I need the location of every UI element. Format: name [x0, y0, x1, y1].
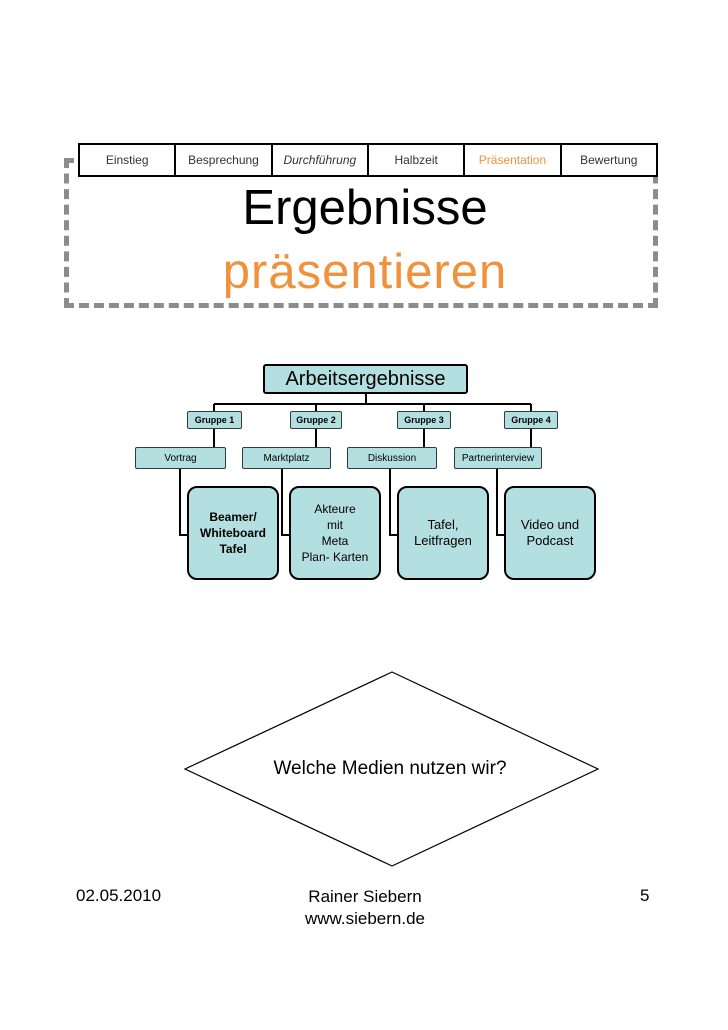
page-title-line2: präsentieren [222, 245, 508, 299]
method-box-vortrag: Vortrag [135, 447, 226, 469]
group-box-3: Gruppe 3 [397, 411, 451, 429]
media-line: Podcast [526, 533, 574, 548]
method-box-marktplatz: Marktplatz [242, 447, 331, 469]
method-box-diskussion: Diskussion [347, 447, 437, 469]
media-line: Meta [321, 534, 349, 548]
media-box-video: Video und Podcast [504, 486, 596, 580]
footer-page-number: 5 [640, 886, 650, 905]
media-line: mit [327, 518, 343, 532]
group-box-2: Gruppe 2 [290, 411, 342, 429]
navigation-tab-bar: Einstieg Besprechung Durchführung Halbze… [78, 143, 658, 177]
media-line: Beamer/ [209, 510, 257, 524]
tab-durchfuehrung[interactable]: Durchführung [273, 145, 369, 175]
media-box-tafel: Tafel, Leitfragen [397, 486, 489, 580]
connector-media1 [179, 469, 187, 536]
group-box-4: Gruppe 4 [504, 411, 558, 429]
media-line: Whiteboard [200, 526, 266, 540]
question-text: Welche Medien nutzen wir? [273, 758, 507, 779]
media-box-akteure: Akteure mit Meta Plan- Karten [289, 486, 381, 580]
media-line: Video und [520, 517, 580, 532]
page-title-line1: Ergebnisse [242, 181, 488, 235]
media-line: Leitfragen [414, 533, 472, 548]
media-line: Tafel [219, 542, 247, 556]
method-box-partnerinterview: Partnerinterview [454, 447, 542, 469]
tab-halbzeit[interactable]: Halbzeit [369, 145, 466, 175]
media-box-beamer: Beamer/ Whiteboard Tafel [187, 486, 279, 580]
footer-author: Rainer Siebern www.siebern.de [270, 886, 460, 930]
tab-praesentation[interactable]: Präsentation [465, 145, 562, 175]
org-root-box: Arbeitsergebnisse [263, 364, 468, 394]
media-line: Tafel, [427, 517, 459, 532]
footer-author-name: Rainer Siebern [308, 887, 422, 906]
tab-bewertung[interactable]: Bewertung [580, 153, 638, 167]
footer-date: 02.05.2010 [76, 886, 162, 905]
tab-einstieg[interactable]: Einstieg [80, 145, 177, 175]
connector-media3 [389, 469, 397, 536]
tab-besprechung[interactable]: Besprechung [176, 145, 273, 175]
connector-media4 [496, 469, 504, 536]
connector-media2 [281, 469, 289, 536]
group-box-1: Gruppe 1 [187, 411, 242, 429]
media-line: Akteure [314, 502, 356, 516]
footer-website[interactable]: www.siebern.de [304, 909, 425, 928]
media-line: Plan- Karten [301, 550, 369, 564]
